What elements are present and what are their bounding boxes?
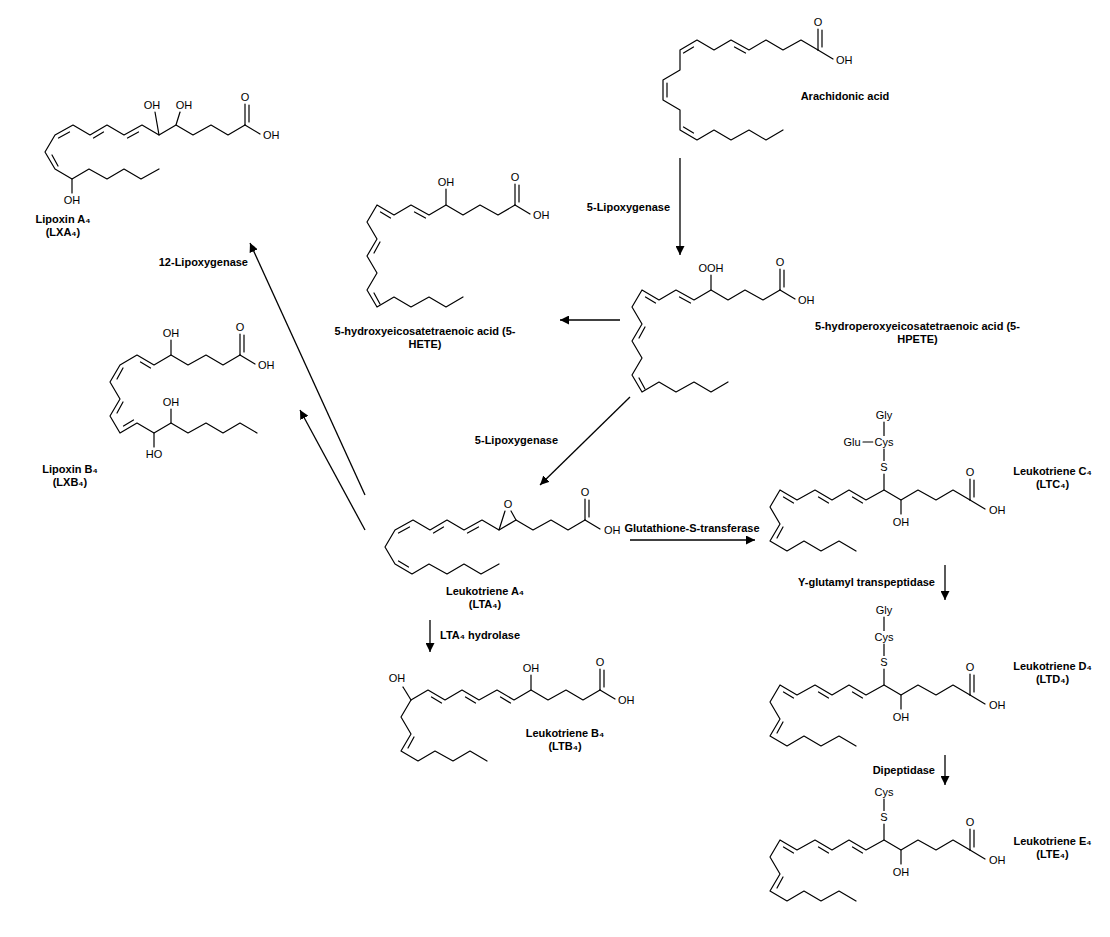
atom-label: HO [145, 448, 164, 460]
compound-name: 5-hydroxyeicosatetraenoic acid (5-HETE) [325, 325, 525, 351]
atom-label: OH [835, 54, 854, 66]
atom-label: O [813, 16, 824, 28]
atom-label: Cys [874, 786, 895, 798]
compound-node: 5-hydroxyeicosatetraenoic acid (5-HETE) [300, 165, 560, 365]
reaction-arrow [630, 539, 755, 540]
atom-label: O [580, 486, 591, 498]
enzyme-label: 12-Lipoxygenase [157, 256, 250, 269]
compound-node: Lipoxin B₄ (LXB₄) [20, 318, 300, 495]
atom-label: O [965, 661, 976, 673]
atom-label: O [503, 498, 514, 510]
lipoxin-b4-structure [110, 334, 257, 447]
atom-label: OH [988, 854, 1007, 866]
hete-structure [367, 184, 530, 307]
enzyme-label: 5-Lipoxygenase [473, 434, 560, 447]
atom-label: OH [162, 327, 181, 339]
atom-label: Gly [875, 409, 894, 421]
atom-label: OH [617, 694, 636, 706]
compound-node: 5-hydroperoxyeicosatetraenoic acid (5-HP… [620, 255, 1040, 397]
compound-name: Lipoxin A₄ (LXA₄) [23, 213, 103, 239]
atom-label: O [240, 91, 251, 103]
atom-label: OH [522, 662, 541, 674]
atom-label: O [965, 816, 976, 828]
atom-label: Cys [874, 631, 895, 643]
compound-node: Leukotriene A₄ (LTA₄) [365, 485, 630, 620]
lte4-structure [770, 799, 985, 901]
reaction-arrow [429, 620, 430, 652]
atom-label: OH [63, 194, 82, 206]
atom-label: OH [603, 524, 622, 536]
ltb4-structure [401, 669, 615, 761]
atom-label: Cys [874, 436, 895, 448]
atom-label: S [879, 656, 888, 668]
atom-label: OH [262, 129, 281, 141]
atom-label: O [965, 466, 976, 478]
compound-node: Leukotriene B₄ (LTB₄) [375, 652, 640, 770]
atom-label: OH [175, 99, 194, 111]
atom-label: Gly [875, 604, 894, 616]
atom-label: OH [988, 699, 1007, 711]
reaction-arrow [944, 755, 945, 785]
atom-label: O [510, 171, 521, 183]
atom-label: OH [892, 516, 911, 528]
atom-label: Glu [842, 436, 861, 448]
atom-label: OH [388, 672, 407, 684]
compound-name: Leukotriene B₄ (LTB₄) [510, 727, 620, 753]
enzyme-label: Y-glutamyl transpeptidase [796, 576, 937, 589]
hpete-structure [632, 269, 795, 392]
atom-label: OH [257, 359, 276, 371]
lipoxin-a4-structure [45, 104, 260, 193]
compound-node: Leukotriene D₄ (LTD₄) [755, 600, 1105, 755]
compound-name: 5-hydroperoxyeicosatetraenoic acid (5-HP… [810, 320, 1025, 346]
enzyme-label: Dipeptidase [871, 764, 937, 777]
atom-label: O [595, 656, 606, 668]
atom-label: OOH [697, 262, 724, 274]
atom-label: OH [892, 711, 911, 723]
atom-label: OH [532, 209, 551, 221]
atom-label: OH [797, 294, 816, 306]
compound-name: Leukotriene D₄ (LTD₄) [1005, 660, 1100, 686]
compound-node: Leukotriene E₄ (LTE₄) [755, 785, 1105, 910]
atom-label: OH [143, 99, 162, 111]
atom-label: O [235, 321, 246, 333]
compound-name: Leukotriene E₄ (LTE₄) [1005, 835, 1100, 861]
reaction-arrow [560, 319, 620, 320]
atom-label: S [879, 811, 888, 823]
enzyme-label: LTA₄ hydrolase [438, 629, 522, 642]
compound-name: Leukotriene A₄ (LTA₄) [430, 585, 540, 611]
compound-node: Arachidonic acid [630, 8, 905, 158]
atom-label: OH [162, 396, 181, 408]
lta4-structure [385, 499, 600, 574]
reaction-arrow [944, 565, 945, 600]
compound-name: Lipoxin B₄ (LXB₄) [30, 463, 110, 489]
atom-label: OH [892, 866, 911, 878]
atom-label: S [879, 461, 888, 473]
ltc4-structure [770, 422, 985, 551]
compound-node: Lipoxin A₄ (LXA₄) [8, 88, 293, 243]
reaction-arrow [679, 158, 680, 255]
reaction-arrow [250, 243, 365, 495]
compound-name: Leukotriene C₄ (LTC₄) [1005, 465, 1100, 491]
enzyme-label: Glutathione-S-transferase [622, 522, 761, 535]
ltd4-structure [770, 617, 985, 746]
arachidonic-acid-structure [663, 29, 833, 140]
compound-node: Leukotriene C₄ (LTC₄) [755, 405, 1105, 565]
atom-label: O [775, 256, 786, 268]
atom-label: OH [437, 176, 456, 188]
atom-label: OH [988, 504, 1007, 516]
compound-name: Arachidonic acid [790, 90, 900, 103]
enzyme-label: 5-Lipoxygenase [585, 201, 672, 214]
reaction-arrow [300, 410, 365, 530]
